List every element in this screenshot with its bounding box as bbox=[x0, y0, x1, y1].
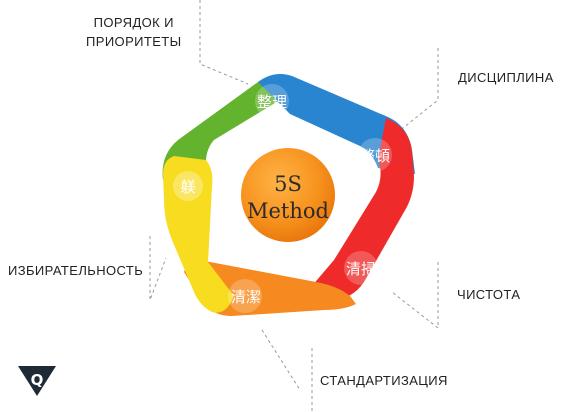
logo: Q bbox=[18, 366, 56, 396]
label-selectivity: ИЗБИРАТЕЛЬНОСТЬ bbox=[8, 263, 144, 278]
label-discipline: ДИСЦИПЛИНА bbox=[458, 70, 554, 85]
bubble-seiso bbox=[344, 251, 378, 285]
segment-green bbox=[162, 74, 303, 180]
label-order-line2: ПРИОРИТЕТЫ bbox=[86, 34, 182, 49]
center-circle bbox=[241, 148, 335, 242]
logo-triangle bbox=[18, 366, 56, 396]
connector-cleanliness bbox=[391, 262, 439, 330]
bubble-seiri bbox=[255, 84, 289, 118]
logo-letter: Q bbox=[31, 371, 44, 389]
connector-order bbox=[199, 0, 249, 85]
kanji-seiri: 整理 bbox=[257, 93, 287, 111]
kanji-bubbles bbox=[173, 84, 392, 313]
kanji-shitsuke: 躾 bbox=[180, 178, 195, 196]
label-cleanliness: ЧИСТОТА bbox=[457, 287, 521, 302]
kanji-seiso: 清掃 bbox=[346, 260, 376, 278]
segment-blue bbox=[258, 74, 415, 174]
kanji-seiton: 整頓 bbox=[360, 147, 390, 165]
bubble-shitsuke bbox=[173, 171, 203, 201]
bubble-seiketsu bbox=[228, 279, 262, 313]
connector-lines bbox=[149, 0, 439, 412]
label-order-priorities: ПОРЯДОК И ПРИОРИТЕТЫ bbox=[86, 13, 182, 51]
center-subtitle: Method bbox=[247, 199, 329, 223]
center-title: 5S bbox=[274, 172, 302, 196]
segment-yellow bbox=[163, 156, 234, 313]
connector-discipline bbox=[397, 48, 439, 133]
segment-red bbox=[300, 118, 414, 300]
kanji-labels: 整理 整頓 清掃 清潔 躾 bbox=[180, 93, 390, 306]
connector-standardization bbox=[261, 329, 313, 412]
ribbon-ring bbox=[162, 74, 415, 316]
label-standardization: СТАНДАРТИЗАЦИЯ bbox=[320, 373, 448, 388]
bubble-seiton bbox=[358, 138, 392, 172]
label-order-line1: ПОРЯДОК И bbox=[93, 15, 174, 30]
kanji-seiketsu: 清潔 bbox=[231, 288, 261, 306]
connector-selectivity bbox=[149, 236, 167, 301]
